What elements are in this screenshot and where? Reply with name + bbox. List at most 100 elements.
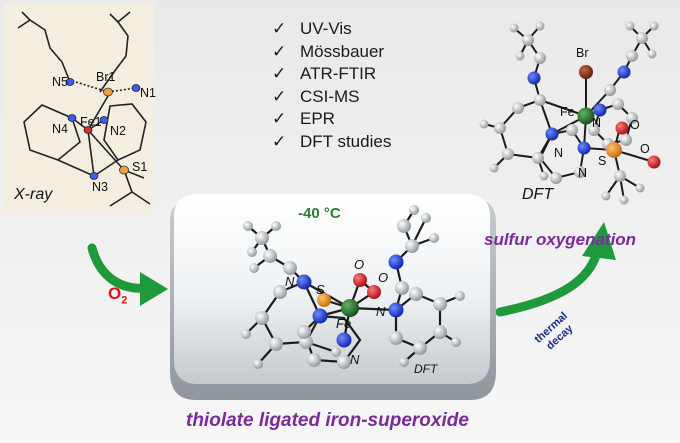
atom-n xyxy=(593,103,607,117)
xray-label-n3: N3 xyxy=(92,180,108,194)
intermediate-tile xyxy=(170,194,496,400)
xray-label-fe1: Fe1 xyxy=(80,115,102,129)
atom-c xyxy=(397,219,411,233)
atom-c xyxy=(255,231,269,245)
atom-c xyxy=(612,98,624,110)
xray-label-n2: N2 xyxy=(110,124,126,138)
atom-fe xyxy=(341,299,359,317)
atom-h xyxy=(331,347,341,357)
atom-n xyxy=(336,332,352,348)
product-label-o1: O xyxy=(630,118,640,132)
atom-c xyxy=(405,239,419,253)
product-label-fe: Fe xyxy=(560,105,575,119)
atom-h xyxy=(649,21,659,31)
xray-fe-atom xyxy=(83,126,93,134)
atom-s xyxy=(317,293,331,307)
technique-label: Mössbauer xyxy=(300,41,385,61)
check-icon: ✓ xyxy=(272,64,287,84)
atom-c xyxy=(269,337,283,351)
xray-s-atom xyxy=(119,165,129,175)
atom-h xyxy=(455,291,465,301)
atom-n xyxy=(312,308,328,324)
technique-label: EPR xyxy=(300,109,335,129)
technique-label: CSI-MS xyxy=(300,86,360,106)
product-atoms xyxy=(479,21,661,205)
temperature-label: -40 °C xyxy=(298,205,341,222)
product-label-o2: O xyxy=(640,142,650,156)
atom-h xyxy=(451,337,461,347)
atom-h xyxy=(243,221,253,231)
atom-n xyxy=(388,302,404,318)
atom-n xyxy=(388,254,404,270)
atom-n xyxy=(296,274,312,290)
thermal-decay-arrow xyxy=(495,243,603,317)
intermediate-label-n-left: N xyxy=(285,274,295,289)
atom-n xyxy=(577,141,591,155)
atom-h xyxy=(509,23,519,33)
technique-item: ✓ CSI-MS xyxy=(272,86,452,109)
atom-c xyxy=(433,325,447,339)
atom-c xyxy=(566,124,578,136)
atom-h xyxy=(625,21,635,31)
technique-item: ✓ Mössbauer xyxy=(272,41,452,64)
atom-br xyxy=(579,65,593,79)
check-icon: ✓ xyxy=(272,86,287,106)
atom-c xyxy=(604,84,616,96)
technique-item: ✓EPR xyxy=(272,108,452,131)
atom-h xyxy=(479,119,489,129)
o2-arrow-head xyxy=(140,272,168,306)
atom-c xyxy=(588,124,600,136)
product-caption: DFT xyxy=(522,186,554,203)
intermediate-label-o1: O xyxy=(354,257,365,272)
atom-c xyxy=(297,325,311,339)
atom-c xyxy=(626,112,638,124)
xray-label-n5: N5 xyxy=(52,75,68,89)
atom-fe xyxy=(577,107,595,125)
intermediate-label-n-bottom: N xyxy=(350,352,360,367)
atom-s xyxy=(606,142,622,158)
atom-c xyxy=(337,355,351,369)
atom-c xyxy=(433,297,447,311)
intermediate-label-n-right: N xyxy=(376,304,386,319)
atom-c xyxy=(534,52,546,64)
atom-c xyxy=(409,287,423,301)
intermediate-title: thiolate ligated iron-superoxide xyxy=(186,410,469,431)
intermediate-caption: DFT xyxy=(414,362,438,376)
atom-h xyxy=(409,205,419,215)
check-icon: ✓ xyxy=(272,41,287,61)
atom-o xyxy=(647,155,661,169)
xray-label-br1: Br1 xyxy=(96,70,116,84)
technique-label: ATR-FTIR xyxy=(300,64,377,84)
product-label-s: S xyxy=(598,154,607,168)
product-label-n3: N xyxy=(578,166,588,180)
atom-h xyxy=(253,359,263,369)
atom-c xyxy=(534,94,546,106)
atom-h xyxy=(429,233,439,243)
atom-h xyxy=(515,51,525,61)
atom-h xyxy=(421,213,431,223)
atom-c xyxy=(550,172,562,184)
atom-n xyxy=(545,127,559,141)
atom-o xyxy=(367,285,381,299)
intermediate-label-o2: O xyxy=(378,270,389,285)
product-label-n2: N xyxy=(554,146,564,160)
atom-h xyxy=(399,357,409,367)
technique-item: ✓ ATR-FTIR xyxy=(272,63,452,86)
atom-c xyxy=(512,102,524,114)
atom-c xyxy=(502,148,514,160)
atom-h xyxy=(241,329,251,339)
atom-h xyxy=(647,49,657,59)
atom-c xyxy=(395,281,409,295)
atom-c xyxy=(614,170,626,182)
product-label-n1: N xyxy=(592,116,602,130)
atom-c xyxy=(522,34,534,46)
atom-c xyxy=(494,122,506,134)
o2-reagent-label: O2 xyxy=(108,284,128,307)
atom-c xyxy=(255,311,269,325)
xray-label-s1: S1 xyxy=(132,160,148,174)
atom-n xyxy=(617,65,631,79)
atom-h xyxy=(619,195,629,205)
techniques-list: ✓UV-Vis ✓Mössbauer ✓ATR-FTIR ✓CSI-MS ✓EP… xyxy=(272,18,452,153)
technique-item: ✓DFT studies xyxy=(272,131,452,154)
